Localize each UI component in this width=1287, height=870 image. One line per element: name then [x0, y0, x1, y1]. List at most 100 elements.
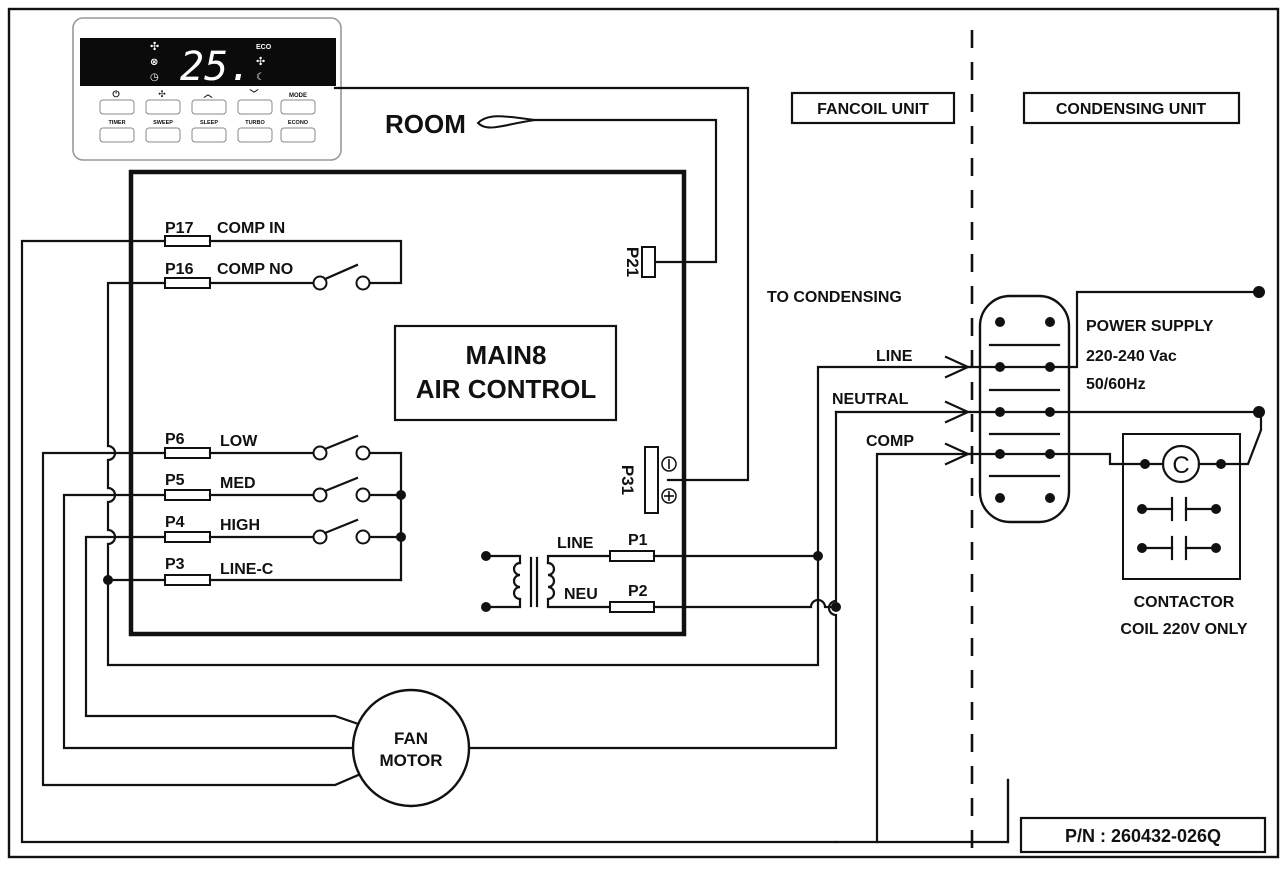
power-supply-frequency: 50/60Hz [1086, 376, 1146, 393]
remote-button-label-mode: MODE [289, 93, 307, 99]
connector-p21-label: P21 [623, 247, 642, 277]
power-supply-voltage: 220-240 Vac [1086, 348, 1177, 365]
contactor-label-line1: CONTACTOR [1134, 594, 1235, 611]
transformer: LINE NEU [481, 535, 612, 612]
remote-button-fan[interactable] [145, 99, 181, 115]
fan-motor: FAN MOTOR [351, 688, 471, 808]
contactor-coil-symbol: C [1172, 452, 1189, 479]
remote-button-turbo[interactable] [237, 127, 273, 143]
pin-p4-label: HIGH [220, 517, 260, 534]
remote-control-panel: ✣ ⊗ ◷ 25. ECO ✣ ☾ ⏻ ✣ ︿ ﹀ MODE TIMER SWE… [72, 17, 342, 161]
remote-button-label-up: ︿ [203, 89, 212, 99]
fancoil-unit-label-box: FANCOIL UNIT [790, 91, 956, 125]
remote-button-row-bottom: TIMER SWEEP SLEEP TURBO ECONO [99, 120, 316, 143]
power-line-wire [1048, 290, 1261, 369]
pin-p17-label: COMP IN [217, 220, 285, 237]
remote-button-label-fan: ✣ [158, 89, 166, 99]
connector-p21: P21 [623, 246, 656, 278]
diagram-frame [7, 7, 1280, 859]
main-board [128, 169, 687, 637]
p2-neutral-wire [652, 598, 838, 609]
display-value: 25. [180, 44, 252, 90]
remote-button-power[interactable] [99, 99, 135, 115]
fan-motor-neutral-wire [467, 410, 838, 750]
main-board-title-line1: MAIN8 [466, 340, 547, 370]
terminal-label-neutral: NEUTRAL [832, 391, 909, 408]
room-sensor-probe-icon [476, 115, 536, 129]
pin-p5-label: MED [220, 475, 256, 492]
part-number: P/N : 260432-026Q [1065, 826, 1221, 846]
pin-p2: P2 [609, 583, 655, 613]
transformer-secondary-coil-icon [546, 561, 556, 601]
remote-button-mode[interactable] [280, 99, 316, 115]
remote-button-label-econo: ECONO [288, 120, 309, 126]
remote-button-row-top: ⏻ ✣ ︿ ﹀ MODE [99, 88, 316, 115]
contactor: C [1048, 410, 1263, 580]
fancoil-unit-label: FANCOIL UNIT [817, 101, 929, 118]
high-speed-wire [84, 535, 372, 730]
pin-p5-id: P5 [165, 472, 185, 489]
contactor-label-line2: COIL 220V ONLY [1120, 621, 1247, 638]
remote-button-econo[interactable] [280, 127, 316, 143]
pin-p2-id: P2 [628, 583, 648, 600]
pin-p3-label: LINE-C [220, 561, 274, 578]
remote-button-label-down: ﹀ [249, 88, 258, 99]
fan-motor-label-line1: FAN [394, 729, 428, 748]
fan-motor-label-line2: MOTOR [380, 751, 443, 770]
terminal-label-line: LINE [876, 348, 913, 365]
pin-p1: P1 [609, 532, 655, 562]
contactor-contact-2-icon [1137, 535, 1221, 561]
remote-button-sweep[interactable] [145, 127, 181, 143]
condensing-unit-label-box: CONDENSING UNIT [1022, 91, 1241, 125]
pin-p3-id: P3 [165, 556, 185, 573]
remote-button-label-sweep: SWEEP [153, 120, 173, 126]
room-sensor-wire [533, 118, 718, 264]
remote-button-up[interactable] [191, 99, 227, 115]
cool-mode-icon: ⊗ [150, 57, 158, 68]
remote-button-timer[interactable] [99, 127, 135, 143]
pin-p6-id: P6 [165, 431, 185, 448]
part-number-box: P/N : 260432-026Q [1019, 816, 1267, 854]
power-supply-title: POWER SUPPLY [1086, 318, 1214, 335]
eco-indicator: ECO [256, 44, 272, 51]
remote-display [80, 38, 336, 86]
connector-p31: P31 [618, 446, 677, 514]
clock-icon: ◷ [150, 72, 159, 83]
remote-button-label-power: ⏻ [112, 89, 120, 99]
fan-indicator-icon: ✣ [256, 56, 265, 68]
terminal-block [978, 294, 1071, 524]
remote-cable-wire [333, 86, 750, 482]
terminal-arrows [944, 355, 971, 466]
transformer-line-label: LINE [557, 535, 594, 552]
low-speed-wire [41, 451, 372, 787]
condensing-unit-label: CONDENSING UNIT [1056, 101, 1206, 118]
room-sensor-label: ROOM [385, 109, 466, 139]
remote-button-label-timer: TIMER [108, 120, 125, 126]
pin-p6: P6 LOW [164, 431, 258, 459]
remote-button-down[interactable] [237, 99, 273, 115]
pin-p16-label: COMP NO [217, 261, 293, 278]
main-board-title-box: MAIN8 AIR CONTROL [393, 324, 618, 422]
med-speed-wire [62, 493, 357, 750]
remote-button-label-sleep: SLEEP [200, 120, 218, 126]
contactor-contact-1-icon [1137, 496, 1221, 522]
pin-p17-id: P17 [165, 220, 194, 237]
relay-switches [208, 239, 406, 582]
main-board-title-line2: AIR CONTROL [416, 374, 597, 404]
pin-p4-id: P4 [165, 514, 185, 531]
remote-button-label-turbo: TURBO [245, 120, 265, 126]
to-condensing-label: TO CONDENSING [767, 289, 902, 306]
pin-p5: P5 MED [164, 472, 256, 501]
fan-speed-icon: ✣ [150, 41, 159, 53]
connector-p31-label: P31 [618, 465, 637, 495]
transformer-primary-coil-icon [512, 561, 522, 601]
sleep-indicator-icon: ☾ [256, 72, 265, 83]
pin-p1-id: P1 [628, 532, 648, 549]
remote-button-sleep[interactable] [191, 127, 227, 143]
pin-p6-label: LOW [220, 433, 258, 450]
pin-p16-id: P16 [165, 261, 194, 278]
room-sensor: ROOM [385, 109, 718, 264]
terminal-label-comp: COMP [866, 433, 914, 450]
transformer-neu-label: NEU [564, 586, 598, 603]
